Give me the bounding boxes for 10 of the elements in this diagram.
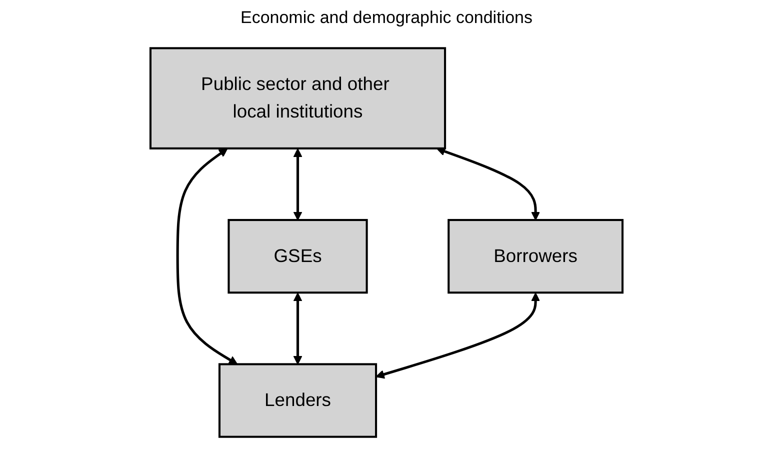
node-box: Public sector and other local institutions <box>149 47 446 150</box>
node-box: GSEs <box>228 218 368 294</box>
arrow <box>293 148 302 220</box>
arrow <box>376 292 540 379</box>
node-box: Borrowers <box>448 218 624 294</box>
arrow <box>176 148 238 365</box>
arrow <box>436 147 540 220</box>
node-box: Lenders <box>218 363 378 438</box>
diagram-title: Economic and demographic conditions <box>239 8 534 28</box>
arrow <box>293 292 302 365</box>
